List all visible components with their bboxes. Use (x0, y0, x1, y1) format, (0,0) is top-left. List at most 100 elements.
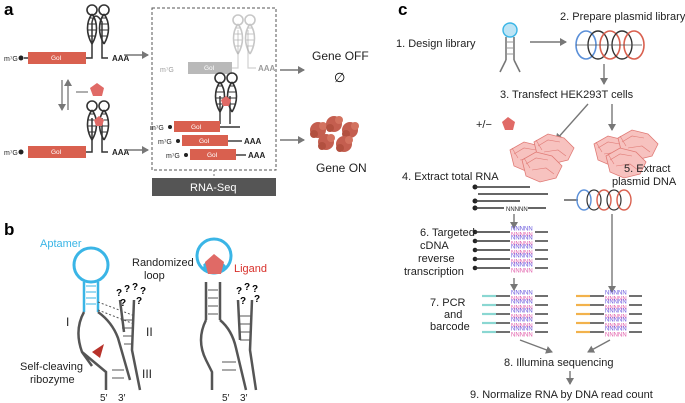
nnnnn-bottom: NNNNN (605, 297, 627, 303)
pcr-row: NNNNN NNNNN (576, 300, 642, 312)
q-5: ? (120, 298, 126, 309)
nnnnn-bottom: NNNNN (511, 324, 533, 330)
gene-on-label: Gene ON (316, 161, 367, 175)
nnnnn-bottom: NNNNN (605, 306, 627, 312)
q-1: ? (116, 288, 122, 299)
ligand-icon (90, 83, 104, 96)
polya-on-2: AAA (244, 137, 262, 146)
step-7-1: 7. PCR (430, 297, 466, 309)
ligand-label: Ligand (234, 263, 267, 275)
ribozyme-label-2: ribozyme (30, 374, 75, 386)
step-6-4: transcription (404, 266, 464, 278)
gene-box-top (28, 52, 86, 64)
nnnnn-top: NNNNN (605, 318, 627, 324)
five-prime-right: 5′ (222, 393, 230, 403)
randomized-label-2: loop (144, 270, 165, 282)
nnnnn-top: NNNNN (511, 227, 533, 233)
nnnnn-top: NNNNN (511, 263, 533, 269)
construct-off: m⁷G GoI AAA (160, 14, 276, 74)
nnnnn-top: NNNNN (605, 309, 627, 315)
polya-on-3: AAA (248, 151, 266, 160)
cdna-row: NNNNN NNNNN (472, 227, 548, 239)
nnnnn-bottom: NNNNN (511, 269, 533, 275)
nnnnn-bottom: NNNNN (511, 242, 533, 248)
gene-on-2: GoI (199, 138, 210, 145)
nnnnn-top: NNNNN (511, 236, 533, 242)
gene-on-3: GoI (207, 152, 218, 159)
polya-top: AAA (112, 54, 130, 63)
protein-cluster-icon (310, 116, 359, 152)
cap-label-bottom: m⁷G (4, 150, 18, 157)
cap-on-3: m⁷G (166, 153, 180, 160)
q-10: ? (240, 296, 246, 307)
nnnnn-bottom: NNNNN (511, 315, 533, 321)
construct-top: m⁷G GoI AAA (4, 4, 130, 64)
nnnnn-bottom: NNNNN (511, 260, 533, 266)
panel-c-letter: c (398, 0, 407, 19)
pcr-barcode-dna: NNNNNNNNNNNNNNNNNNNNNNNNNNNNNNNNNNNNNNNN… (576, 291, 642, 339)
cap-on-2: m⁷G (158, 139, 172, 146)
ribozyme-bound (195, 237, 258, 391)
five-prime-left: 5′ (100, 393, 108, 403)
panel-c: c 1. Design library 2. Prepare plasmid l… (396, 0, 685, 401)
gene-label-bottom: GoI (51, 149, 62, 156)
polya-off: AAA (258, 64, 276, 73)
gene-on-1: GoI (191, 124, 202, 131)
nnnnn-top: NNNNN (511, 318, 533, 324)
ribozyme-unbound (72, 246, 142, 391)
step-1: 1. Design library (396, 38, 476, 50)
cap-label-top: m⁷G (4, 56, 18, 63)
step-6-2: cDNA (420, 240, 449, 252)
pcr-row: NNNNN NNNNN (482, 318, 548, 330)
nnnnn-top: NNNNN (511, 254, 533, 260)
cap-on-1: m⁷G (150, 125, 164, 132)
nnnnn-bottom: NNNNN (605, 324, 627, 330)
nnnnn-top: NNNNN (511, 309, 533, 315)
three-prime-left: 3′ (118, 393, 126, 403)
nnnnn-bottom: NNNNN (511, 333, 533, 339)
plusminus-label: +/− (476, 119, 492, 131)
pcr-row: NNNNN NNNNN (482, 327, 548, 339)
step-5-2: plasmid DNA (612, 176, 677, 188)
pcr-row: NNNNN NNNNN (482, 300, 548, 312)
rnaseq-bar (152, 178, 276, 196)
step-7-3: barcode (430, 321, 470, 333)
step-8: 8. Illumina sequencing (504, 357, 613, 369)
q-8: ? (244, 282, 250, 293)
q-7: ? (236, 286, 242, 297)
step-2: 2. Prepare plasmid library (560, 11, 685, 23)
step-6-3: reverse (418, 253, 455, 265)
q-6: ? (136, 296, 142, 307)
nnnnn-bottom: NNNNN (511, 297, 533, 303)
cdna-lines: NNNNNNNNNNNNNNNNNNNNNNNNNNNNNNNNNNNNNNNN… (472, 227, 548, 275)
nnnnn-top: NNNNN (511, 291, 533, 297)
randomized-label-1: Randomized (132, 257, 194, 269)
nnnnn-bottom: NNNNN (511, 251, 533, 257)
nnnnn-top: NNNNN (511, 245, 533, 251)
plasmid-dna-icon (564, 189, 632, 211)
step-4: 4. Extract total RNA (402, 171, 499, 183)
nnnnn-top: NNNNN (605, 300, 627, 306)
step-9: 9. Normalize RNA by DNA read count (470, 389, 653, 401)
stem-1-label: I (66, 315, 69, 329)
nnnnn-top: NNNNN (605, 291, 627, 297)
q-4: ? (140, 286, 146, 297)
nnnnn-bottom: NNNNN (511, 306, 533, 312)
plasmid-library-icon (575, 30, 645, 60)
nnnnn-bottom: NNNNN (605, 315, 627, 321)
null-symbol: ∅ (334, 70, 345, 85)
rnaseq-label: RNA-Seq (190, 182, 236, 194)
q-2: ? (124, 284, 130, 295)
construct-on-stack: m⁷G GoI m⁷G GoI AAA m⁷G GoI AAA (150, 72, 266, 160)
step-7-2: and (444, 309, 462, 321)
cells-left-icon (509, 133, 575, 183)
cap-label-off: m⁷G (160, 67, 174, 74)
equilibrium (58, 79, 104, 111)
bound-ligand-icon (205, 254, 224, 274)
